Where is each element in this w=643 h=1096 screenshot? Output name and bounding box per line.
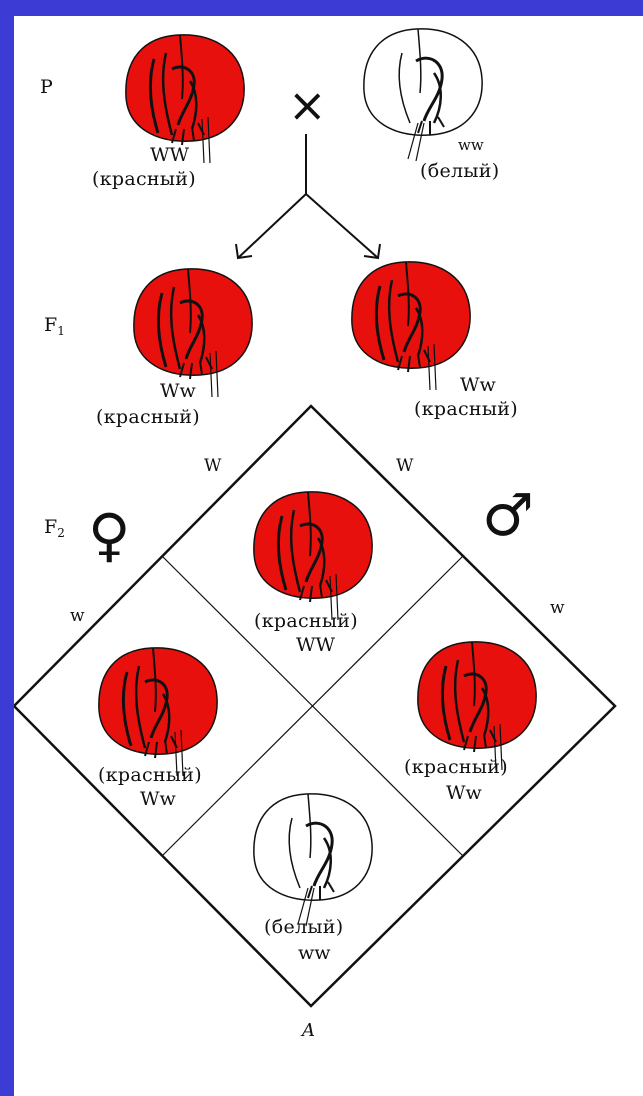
figure-caption: A [302, 1020, 315, 1041]
punnett-left-genotype: Ww [140, 788, 176, 810]
punnett-top-phenotype: (красный) [254, 610, 358, 632]
male-symbol: ♂ [482, 481, 534, 549]
punnett-right-phenotype: (красный) [404, 756, 508, 778]
punnett-bottom-phenotype: (белый) [264, 916, 344, 938]
f1-left-genotype: Ww [160, 380, 196, 402]
f2-left-red-eye [97, 646, 219, 778]
male-gamete-bottom: w [550, 598, 565, 618]
punnett-bottom-genotype: ww [298, 942, 331, 964]
cross-arrows [235, 134, 381, 260]
male-gamete-top: W [396, 456, 414, 476]
f2-top-red-eye [252, 490, 374, 622]
female-gamete-bottom: w [70, 606, 85, 626]
cross-diagram [14, 27, 617, 1008]
f1-red-eye-left [132, 267, 254, 399]
punnett-square [14, 404, 617, 1008]
parent-red-phenotype: (красный) [92, 168, 196, 190]
f2-right-red-eye [416, 640, 538, 772]
punnett-left-phenotype: (красный) [98, 764, 202, 786]
parent-white-phenotype: (белый) [420, 160, 500, 182]
punnett-right-genotype: Ww [446, 782, 482, 804]
parent-white-genotype: ww [458, 136, 484, 154]
f1-right-genotype: Ww [460, 374, 496, 396]
f1-left-phenotype: (красный) [96, 406, 200, 428]
f1-right-phenotype: (красный) [414, 398, 518, 420]
parent-red-genotype: WW [150, 144, 190, 166]
cross-symbol: × [288, 78, 327, 132]
female-gamete-top: W [204, 456, 222, 476]
f1-red-eye-right [350, 260, 472, 392]
f2-bottom-white-eye [252, 792, 374, 928]
generation-f1-label: F1 [44, 314, 65, 338]
female-symbol: ♀ [88, 501, 131, 569]
generation-f2-label: F2 [44, 516, 65, 540]
diagram-paper: P F1 F2 × ♀ ♂ WW (красный) ww (белый) Ww… [14, 16, 643, 1096]
punnett-top-genotype: WW [296, 634, 336, 656]
generation-p-label: P [40, 76, 53, 98]
